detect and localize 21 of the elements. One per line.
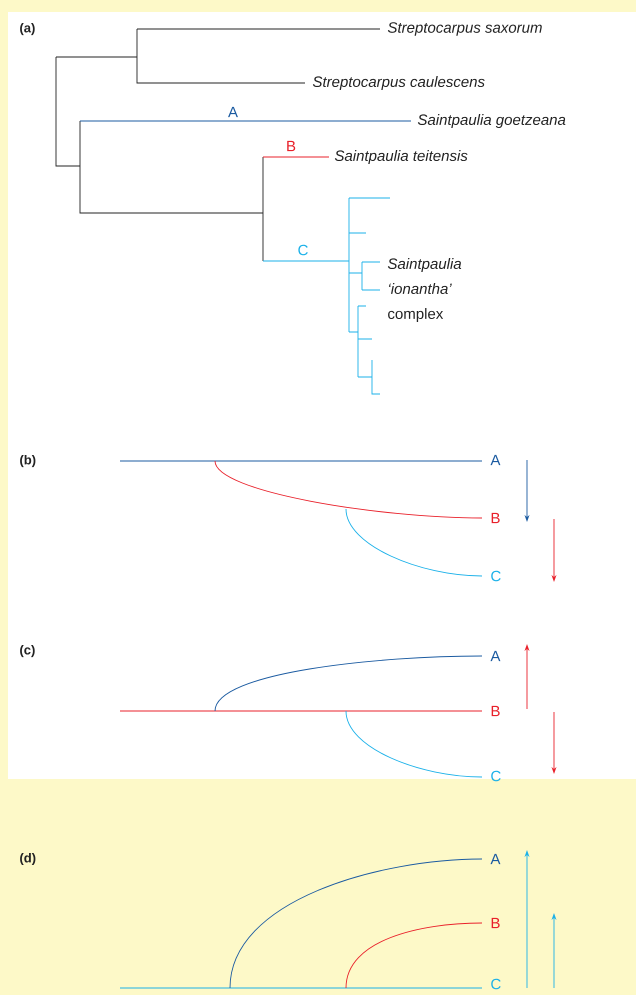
lineage-label: A bbox=[490, 650, 500, 662]
lineage-label: B bbox=[492, 512, 500, 524]
clade-label: B bbox=[287, 140, 296, 152]
taxon-label: Streptocarpus saxorum bbox=[388, 22, 542, 36]
panel-label: (a) bbox=[20, 22, 35, 36]
lineage-label: C bbox=[491, 978, 501, 990]
lineage-label: A bbox=[490, 854, 500, 864]
clade-label: A bbox=[228, 106, 238, 118]
panel-label: (c) bbox=[20, 644, 35, 658]
clade-label: C bbox=[298, 244, 308, 256]
taxon-label: Saintpaulia teitensis bbox=[334, 150, 468, 164]
taxon-label: Saintpaulia goetzeana bbox=[418, 114, 566, 128]
taxon-label: Streptocarpus caulescens bbox=[312, 76, 485, 90]
lineage-label: B bbox=[492, 918, 500, 928]
lineage-label: A bbox=[490, 454, 500, 466]
panel-label: (b) bbox=[20, 454, 36, 468]
panel-label: (d) bbox=[20, 852, 36, 866]
lineage-label: B bbox=[492, 706, 500, 716]
taxon-label: Saintpaulia ‘ionantha’ complex bbox=[388, 258, 462, 322]
lineage-label: C bbox=[491, 570, 501, 582]
lineage-label: C bbox=[491, 770, 501, 782]
